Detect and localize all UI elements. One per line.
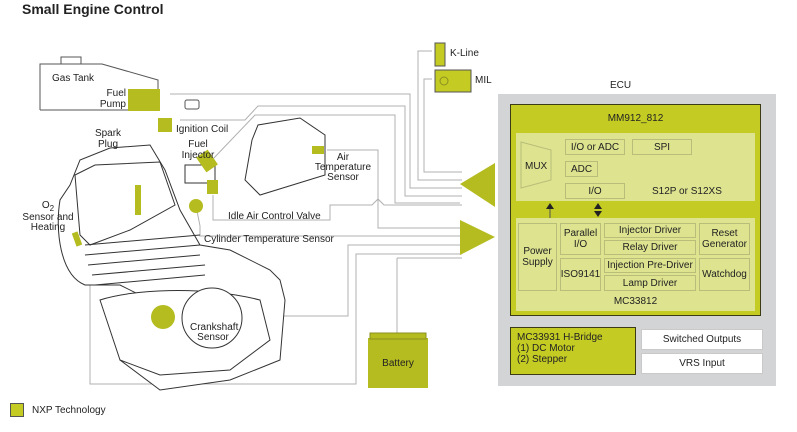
ecu-label: ECU [610, 80, 632, 91]
cylinder-temp-label: Cylinder Temperature Sensor [204, 234, 334, 245]
watchdog-box: Watchdog [699, 258, 750, 291]
hbridge-line-2: (1) DC Motor [517, 343, 575, 354]
ignition-coil [158, 118, 172, 132]
mm912-title: MM912_812 [607, 113, 664, 124]
crankshaft-label-1: Crankshaft [190, 322, 239, 333]
idle-air-valve [207, 180, 218, 194]
o2-label-2: Sensor and [22, 212, 74, 223]
s12-block: MUX I/O or ADC SPI ADC I/O S12P or S12XS [516, 133, 755, 201]
legend-swatch-nxp [10, 403, 24, 417]
fuel-filter [184, 99, 200, 110]
spark-plug-label-2: Plug [97, 139, 118, 150]
ignition-coil-label: Ignition Coil [176, 124, 229, 135]
spark-plug-label-1: Spark [94, 128, 122, 139]
battery-label: Battery [382, 358, 414, 369]
lamp-driver-box: Lamp Driver [604, 275, 696, 291]
fuel-pump-label-1: Fuel [106, 88, 126, 99]
o2-sensor [71, 231, 83, 247]
o2-label-1: O2 [41, 200, 55, 213]
gas-tank-label: Gas Tank [52, 73, 95, 84]
air-temp-label-2: Temperature [314, 162, 372, 173]
air-temp-sensor [312, 146, 324, 154]
mux-label: MUX [525, 161, 548, 172]
cylinder-temp-sensor-dot [189, 199, 203, 213]
s12-name: S12P or S12XS [652, 186, 722, 197]
io-or-adc-box: I/O or ADC [565, 139, 625, 155]
vrs-input-box: VRS Input [641, 353, 763, 374]
switched-outputs-box: Switched Outputs [641, 329, 763, 350]
adc-box: ADC [565, 161, 598, 177]
injection-pre-driver-box: Injection Pre-Driver [604, 258, 696, 273]
mux-shape [520, 141, 552, 189]
battery-top [369, 332, 427, 340]
io-box: I/O [565, 183, 625, 199]
mil-lamp-icon [439, 76, 449, 86]
spi-box: SPI [632, 139, 692, 155]
crankshaft-label-2: Sensor [197, 332, 229, 343]
k-line-box [434, 42, 446, 67]
crankshaft-sensor-dot [151, 305, 175, 329]
spark-plug [135, 185, 141, 215]
mm912-812-block: MM912_812 MUX I/O or ADC SPI ADC I/O S12… [510, 104, 761, 316]
air-temp-label-1: Air [336, 152, 350, 163]
relay-driver-box: Relay Driver [604, 240, 696, 255]
battery-body [368, 338, 428, 388]
ecu-input-arrow [460, 163, 495, 207]
legend-label: NXP Technology [32, 405, 106, 416]
mil-label: MIL [475, 75, 492, 86]
engine-outline [57, 117, 326, 391]
injector-driver-box: Injector Driver [604, 223, 696, 238]
fuel-injector-label-2: Injector [181, 150, 215, 161]
fuel-pump [128, 89, 160, 111]
idle-air-label: Idle Air Control Valve [228, 211, 321, 222]
bus-arrows [546, 203, 602, 219]
fuel-injector [196, 149, 218, 173]
fuel-pump-label-2: Pump [99, 99, 126, 110]
hbridge-line-1: MC33931 H-Bridge [517, 332, 603, 343]
hbridge-block: MC33931 H-Bridge (1) DC Motor (2) Steppe… [510, 327, 636, 375]
mil-box [434, 69, 472, 93]
hbridge-line-3: (2) Stepper [517, 354, 568, 365]
k-line-label: K-Line [450, 48, 479, 59]
ecu-output-arrow [460, 220, 495, 255]
diagram-title: Small Engine Control [22, 1, 164, 17]
o2-label-3: Heating [30, 222, 66, 233]
iso9141-box: ISO9141 [560, 258, 601, 291]
mc33812-name: MC33812 [613, 296, 658, 307]
fuel-injector-label-1: Fuel [188, 139, 208, 150]
air-temp-label-3: Sensor [327, 172, 359, 183]
